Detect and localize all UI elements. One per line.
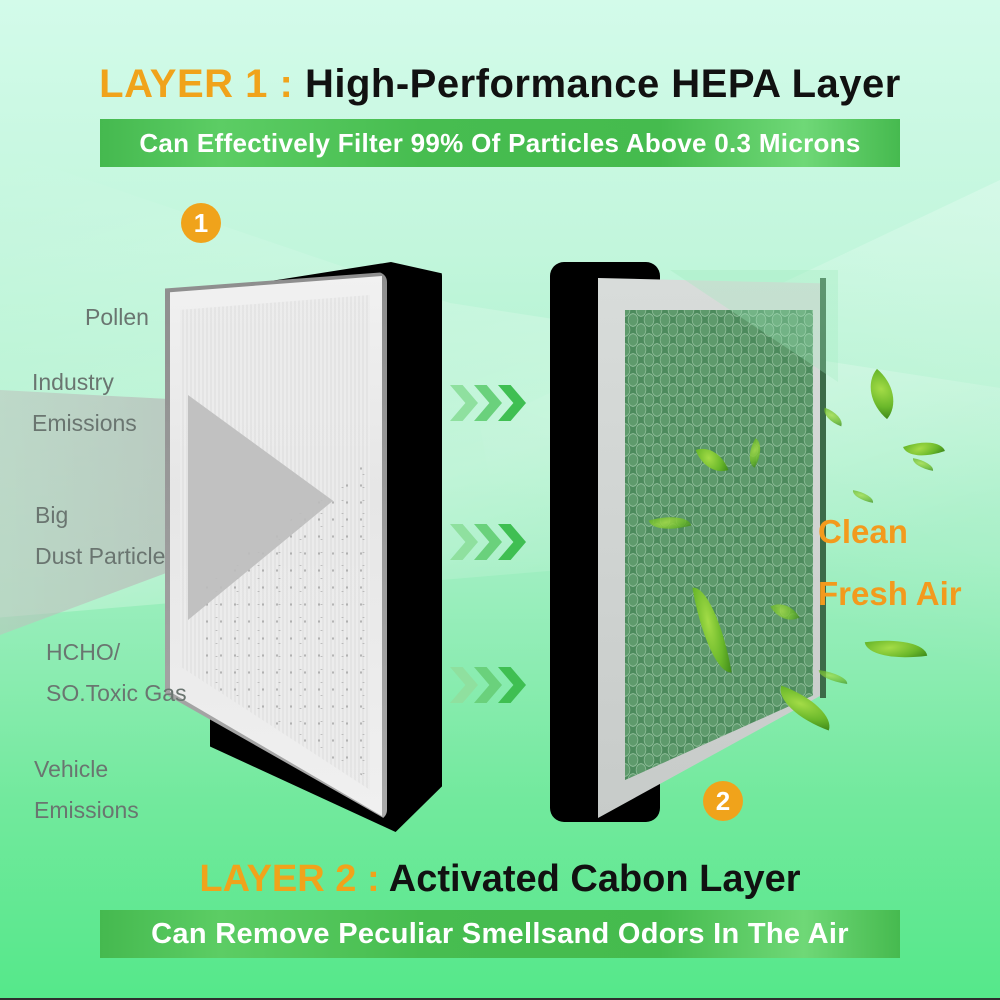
- layer1-title: High-Performance HEPA Layer: [304, 62, 901, 106]
- layer2-title: Activated Cabon Layer: [388, 858, 801, 900]
- layer1-heading: LAYER 1 : High-Performance HEPA Layer: [0, 62, 1000, 107]
- pollutant-line: Vehicle: [34, 756, 109, 782]
- pollutant-line: Dust Particle: [35, 543, 166, 569]
- leaf-icon: [903, 434, 945, 464]
- flow-arrow-icon: [450, 385, 530, 421]
- layer2-banner: Can Remove Peculiar Smellsand Odors In T…: [100, 910, 900, 958]
- leaf-icon: [911, 458, 935, 471]
- flow-arrow-icon: [450, 524, 530, 560]
- pollutant-line: HCHO/: [46, 639, 121, 665]
- pollutant-line: Industry: [32, 369, 114, 395]
- pollutant-line: Big: [35, 502, 69, 528]
- pollutant-line: Pollen: [85, 304, 149, 330]
- leaf-icon: [856, 368, 908, 420]
- step-1-badge: 1: [181, 203, 221, 243]
- pollutant-big-dust: Big Dust Particle: [35, 495, 165, 577]
- carbon-honeycomb: [625, 310, 813, 780]
- layer1-label: LAYER 1 :: [99, 62, 294, 106]
- layer2-label: LAYER 2 :: [199, 858, 380, 900]
- pollutant-vehicle-emissions: Vehicle Emissions: [34, 749, 139, 831]
- flow-arrow-icon: [450, 667, 530, 703]
- fresh-air-text: Fresh Air: [818, 575, 962, 612]
- carbon-filter-edge: [820, 278, 826, 698]
- pollutant-toxic-gas: HCHO/ SO.Toxic Gas: [46, 632, 187, 714]
- bottom-border: [0, 998, 1000, 1000]
- step-2-badge: 2: [703, 781, 743, 821]
- layer2-heading: LAYER 2 : Activated Cabon Layer: [0, 858, 1000, 901]
- pollutant-industry-emissions: Industry Emissions: [32, 362, 137, 444]
- pollutant-line: Emissions: [34, 797, 139, 823]
- pollutant-pollen: Pollen: [85, 297, 149, 338]
- clean-air-text: Clean: [818, 513, 908, 550]
- layer1-banner: Can Effectively Filter 99% Of Particles …: [100, 119, 900, 167]
- pollutant-line: SO.Toxic Gas: [46, 680, 187, 706]
- leaf-icon: [864, 633, 928, 665]
- pollutant-line: Emissions: [32, 410, 137, 436]
